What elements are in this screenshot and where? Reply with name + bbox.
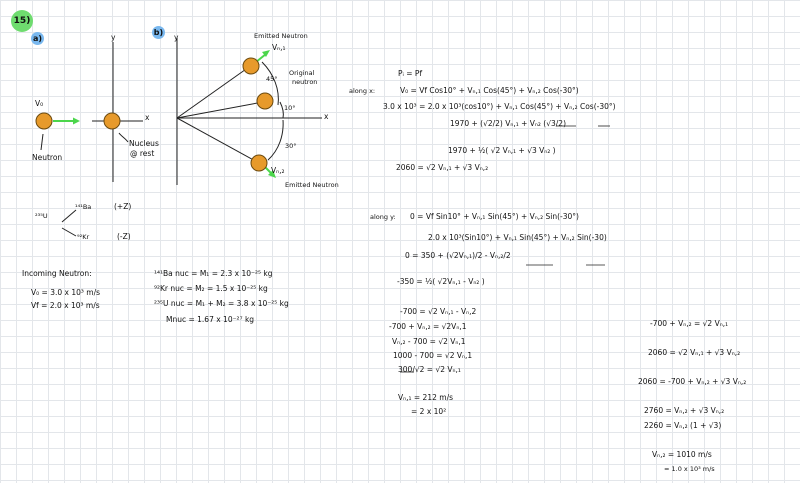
part-a-y-label: y (111, 33, 116, 42)
along-y-eq10: Vₙ,₁ = 212 m/s (398, 393, 454, 402)
v0-label: V₀ (35, 99, 44, 108)
along-y-eq11: = 2 x 10² (411, 407, 447, 416)
along-y-eq2: 2.0 x 10³(Sin10°) + Vₙ,₁ Sin(45°) + Vₙ,₂… (428, 233, 607, 242)
arrowhead-icon (73, 117, 80, 125)
original-label-1: Original (289, 69, 315, 77)
along-y-eq6: -700 + Vₙ,₂ = √2Vₙ,1 (389, 322, 467, 331)
along-y-eq7: Vₙ,₂ - 700 = √2 Vₙ,1 (392, 337, 466, 346)
angle-arc-30 (267, 119, 284, 161)
along-y-label: along y: (370, 213, 396, 221)
emitted-bottom-label: Emitted Neutron (285, 181, 339, 189)
path-middle (176, 101, 264, 119)
right-eq2: 2060 = √2 Vₙ,₁ + √3 Vₙ,₂ (648, 348, 741, 357)
nucleus-ball (103, 112, 121, 130)
mass-nuc: Mnuc = 1.67 x 10⁻²⁷ kg (166, 315, 255, 324)
along-y-eq8: 1000 - 700 = √2 Vₙ,1 (393, 351, 473, 360)
along-y-eq9: 300/√2 = √2 Vₙ,₁ (398, 365, 461, 374)
vn2-label: Vₙ,₂ (271, 166, 285, 175)
right-eq6: Vₙ,₂ = 1010 m/s (652, 450, 712, 459)
problem-number-badge: 15) (11, 10, 33, 32)
u235-label: ²³⁵U (35, 212, 48, 220)
right-eq5: 2260 = Vₙ,₂ (1 + √3) (644, 421, 722, 430)
vn1-label: Vₙ,₁ (272, 43, 286, 52)
right-eq1: -700 + Vₙ,₂ = √2 Vₙ,₁ (650, 319, 729, 328)
nucleus-pointer (118, 132, 129, 143)
neutron-label: Neutron (32, 153, 63, 162)
neutron-ball (35, 112, 53, 130)
emitted-neutron-1-ball (242, 57, 260, 75)
nucleus-label-2: @ rest (130, 149, 155, 158)
right-eq4: 2760 = Vₙ,₂ + √3 Vₙ,₂ (644, 406, 725, 415)
reaction-arrow-up (61, 209, 77, 223)
part-b-tag: b) (152, 26, 165, 39)
ba141-label: ¹⁴¹Ba (75, 203, 92, 211)
incoming-vf: Vf = 2.0 x 10³ m/s (31, 301, 100, 310)
part-b-x-label: x (324, 112, 329, 121)
incoming-title: Incoming Neutron: (22, 269, 92, 278)
neutron-pointer (40, 133, 44, 151)
ba-charge: (+Z) (114, 202, 132, 211)
part-a-x-label: x (145, 113, 150, 122)
along-y-eq4: -350 = ½( √2Vₙ,₁ - Vₙ₂ ) (397, 277, 485, 286)
emitted-top-label: Emitted Neutron (254, 32, 308, 40)
along-x-eq4: 1970 + ½( √2 Vₙ,₁ + √3 Vₙ₂ ) (448, 146, 556, 155)
along-x-eq2: 3.0 x 10³ = 2.0 x 10³(cos10°) + Vₙ,₁ Cos… (383, 102, 616, 111)
along-y-eq1: 0 = Vf Sin10° + Vₙ,₁ Sin(45°) + Vₙ,₂ Sin… (410, 212, 579, 221)
along-x-eq1: V₀ = Vf Cos10° + Vₙ,₁ Cos(45°) + Vₙ,₂ Co… (400, 86, 579, 95)
right-eq3: 2060 = -700 + Vₙ,₂ + √3 Vₙ,₂ (638, 377, 747, 386)
part-a-tag: a) (31, 32, 44, 45)
angle-30-label: 30° (285, 142, 297, 150)
original-label-2: neutron (292, 78, 318, 86)
along-y-eq3: 0 = 350 + (√2Vₙ,₁)/2 - Vₙ,₂/2 (405, 251, 511, 260)
along-y-eq5: -700 = √2 Vₙ,₁ - Vₙ,2 (400, 307, 477, 316)
nucleus-label-1: Nucleus (129, 139, 159, 148)
along-x-eq3: 1970 + (√2/2) Vₙ,₁ + Vₙ₂ (√3/2) (450, 119, 566, 128)
arrowhead-icon (268, 170, 276, 178)
path-upper (176, 66, 250, 119)
along-x-eq5: 2060 = √2 Vₙ,₁ + √3 Vₙ,₂ (396, 163, 489, 172)
angle-arc-10 (279, 101, 284, 119)
along-x-label: along x: (349, 87, 376, 95)
path-lower (176, 117, 260, 164)
mass-kr: ⁹²Kr nuc = M₂ = 1.5 x 10⁻²⁵ kg (154, 284, 268, 293)
original-neutron-ball (256, 92, 274, 110)
arrowhead-icon (262, 50, 270, 57)
incoming-v0: V₀ = 3.0 x 10³ m/s (31, 288, 100, 297)
reaction-arrow-down (61, 227, 77, 237)
mass-u: ²³⁵U nuc = M₁ + M₂ = 3.8 x 10⁻²⁵ kg (154, 299, 289, 308)
mass-ba: ¹⁴¹Ba nuc = M₁ = 2.3 x 10⁻²⁵ kg (154, 269, 273, 278)
kr-charge: (-Z) (117, 232, 131, 241)
momentum-conservation: Pᵢ = Pf (398, 69, 423, 78)
part-b-y-label: y (174, 33, 179, 42)
angle-45-label: 45° (266, 75, 278, 83)
right-eq7: = 1.0 x 10³ m/s (664, 465, 715, 473)
kr92-label: ⁹²Kr (77, 233, 90, 241)
angle-arc-45 (261, 61, 279, 106)
emitted-neutron-2-ball (250, 154, 268, 172)
angle-10-label: 10° (284, 104, 296, 112)
